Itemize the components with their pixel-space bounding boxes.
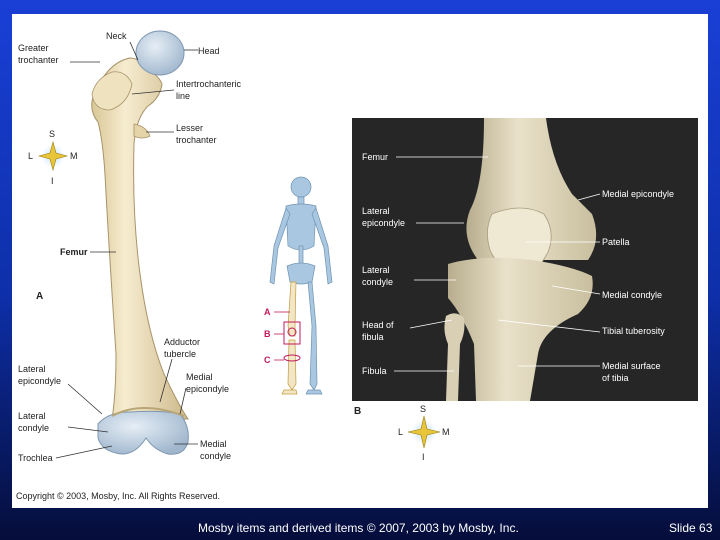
slide-number: Slide 63	[669, 521, 713, 535]
label-lateral-condyle-a-2: condyle	[18, 423, 49, 433]
label-b-lateral-condyle-2: condyle	[362, 277, 393, 287]
panel-b-labels: Femur Lateral epicondyle Lateral condyle…	[362, 152, 674, 383]
label-medial-condyle-a-2: condyle	[200, 451, 231, 461]
compass-star-icon	[407, 415, 441, 449]
label-intertrochanteric-1: Intertrochanteric	[176, 79, 242, 89]
label-trochlea: Trochlea	[18, 453, 53, 463]
label-b-lateral-condyle-1: Lateral	[362, 265, 390, 275]
label-lesser-trochanter-1: Lesser	[176, 123, 203, 133]
label-b-lateral-epicondyle-1: Lateral	[362, 206, 390, 216]
figure-panel: Neck Head Greater trochanter Intertrocha…	[12, 14, 708, 508]
label-femur: Femur	[60, 247, 88, 257]
label-b-tibial-tuberosity: Tibial tuberosity	[602, 326, 665, 336]
label-b-fibula: Fibula	[362, 366, 387, 376]
label-b-head-of-fibula-1: Head of	[362, 320, 394, 330]
label-greater-trochanter-2: trochanter	[18, 55, 59, 65]
footer-credit: Mosby items and derived items © 2007, 20…	[198, 521, 519, 535]
label-lateral-epicondyle-a-2: epicondyle	[18, 376, 61, 386]
label-b-lateral-epicondyle-2: epicondyle	[362, 218, 405, 228]
panel-a-leader-lines	[55, 41, 198, 459]
compass-b: S L M I	[398, 404, 450, 462]
label-adductor-tubercle-2: tubercle	[164, 349, 196, 359]
panel-a-labels: Neck Head Greater trochanter Intertrocha…	[18, 31, 242, 463]
label-b-femur: Femur	[362, 152, 388, 162]
label-lesser-trochanter-2: trochanter	[176, 135, 217, 145]
label-medial-epicondyle-a-2: epicondyle	[186, 384, 229, 394]
label-b-medial-condyle: Medial condyle	[602, 290, 662, 300]
copyright-text: Copyright © 2003, Mosby, Inc. All Rights…	[16, 491, 220, 501]
compass-a: S L M I	[28, 129, 78, 186]
label-b-medial-surface-2: of tibia	[602, 373, 629, 383]
compass-a-i: I	[51, 176, 54, 186]
femur-illustration	[91, 30, 189, 455]
label-b-patella: Patella	[602, 237, 630, 247]
panel-b-leader-lines	[394, 156, 601, 372]
compass-b-m: M	[442, 427, 450, 437]
label-lateral-epicondyle-a-1: Lateral	[18, 364, 46, 374]
compass-b-i: I	[422, 452, 425, 462]
marker-c: C	[264, 355, 271, 365]
label-neck: Neck	[106, 31, 127, 41]
compass-a-l: L	[28, 151, 33, 161]
label-b-medial-surface-1: Medial surface	[602, 361, 661, 371]
marker-b: B	[264, 329, 271, 339]
label-b-head-of-fibula-2: fibula	[362, 332, 384, 342]
label-b-medial-epicondyle: Medial epicondyle	[602, 189, 674, 199]
label-intertrochanteric-2: line	[176, 91, 190, 101]
knee-photo	[352, 118, 698, 401]
compass-star-icon	[37, 140, 69, 172]
skeleton-inset	[269, 176, 333, 395]
label-lateral-condyle-a-1: Lateral	[18, 411, 46, 421]
label-head: Head	[198, 46, 220, 56]
label-medial-epicondyle-a-1: Medial	[186, 372, 213, 382]
anatomy-figure: Neck Head Greater trochanter Intertrocha…	[16, 30, 698, 501]
skeleton-markers: A B C	[264, 307, 301, 365]
label-medial-condyle-a-1: Medial	[200, 439, 227, 449]
label-adductor-tubercle-1: Adductor	[164, 337, 200, 347]
compass-a-s: S	[49, 129, 55, 139]
compass-b-l: L	[398, 427, 403, 437]
compass-a-m: M	[70, 151, 78, 161]
label-greater-trochanter-1: Greater	[18, 43, 49, 53]
panel-a-letter: A	[36, 291, 43, 302]
compass-b-s: S	[420, 404, 426, 414]
panel-b-letter: B	[354, 406, 361, 417]
marker-a: A	[264, 307, 271, 317]
